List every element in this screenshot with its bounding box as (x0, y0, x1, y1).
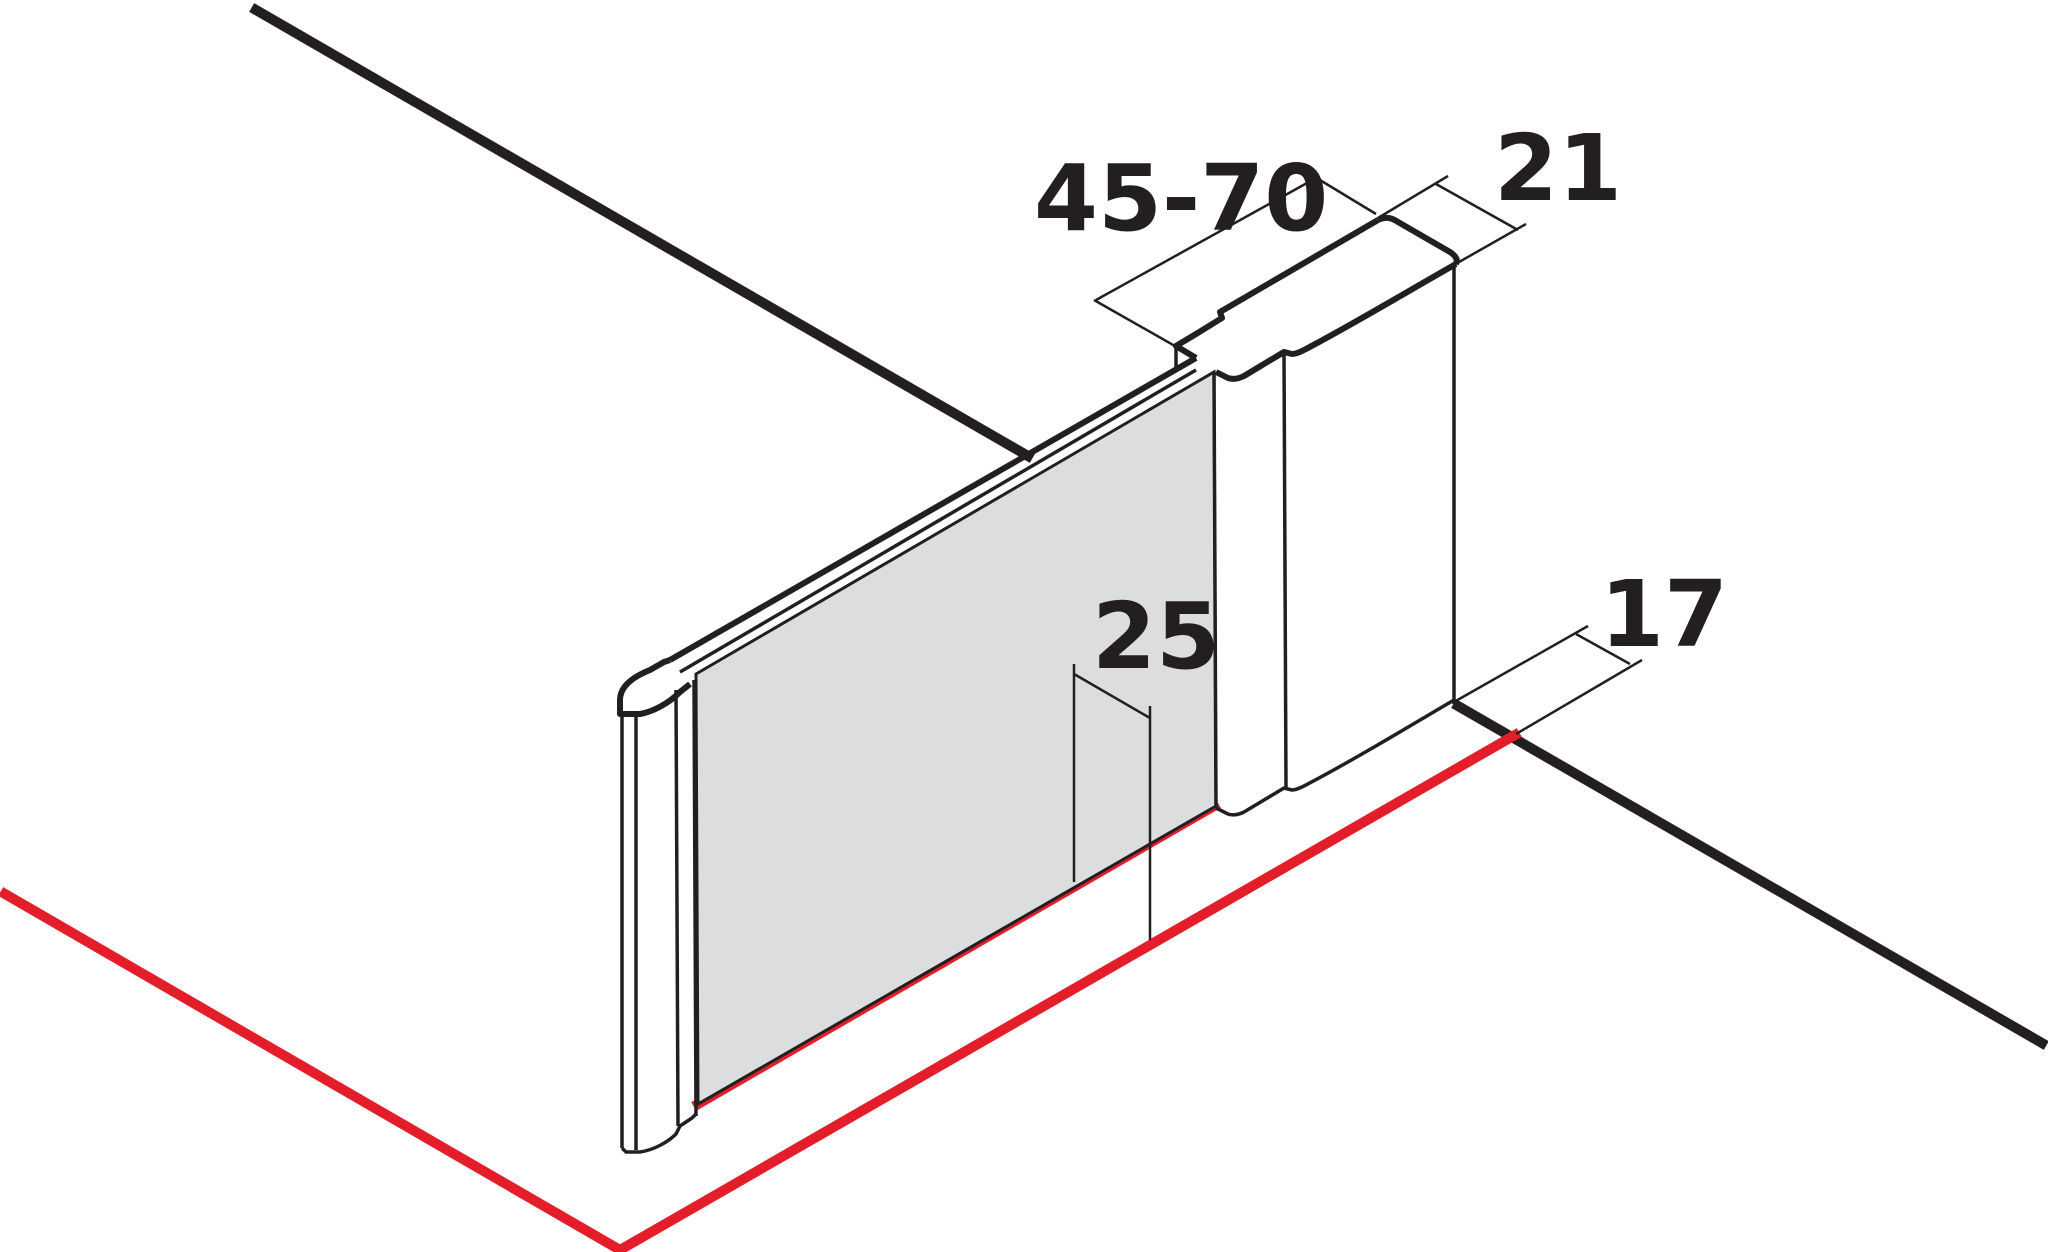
dim-21-line (1435, 182, 1519, 232)
end-cap-top (617, 657, 692, 717)
dim-21-left-ext (1377, 174, 1449, 220)
end-cap-bottom (620, 1112, 698, 1154)
end-cap-right-edge (692, 679, 698, 1117)
dim-45-70-line (1095, 176, 1317, 302)
floor-outline (0, 728, 1522, 1252)
wall-profile-front-left (1212, 371, 1218, 809)
wall-profile-top-right (1376, 214, 1460, 266)
back-wall-line (249, 3, 1035, 463)
dim-17-label: 17 (1600, 561, 1728, 668)
end-cap-seam (674, 689, 680, 1127)
glass-top-rail-inner (679, 368, 1197, 674)
dim-17-line (1575, 632, 1631, 666)
dim-45-70-label: 45-70 (1034, 145, 1328, 252)
dim-17-right-ext (1515, 658, 1643, 736)
wall-profile-bottom (1215, 698, 1455, 817)
glass-panel (694, 369, 1218, 1107)
dim-17-left-ext (1453, 624, 1589, 704)
dim-45-70-left-ext (1093, 298, 1197, 360)
dim-45-70-ext (1309, 172, 1377, 216)
dim-21-right-ext (1451, 222, 1527, 268)
right-wall-line (1451, 699, 2048, 1050)
glass-top-rail (668, 355, 1198, 663)
wall-profile-front-top (1214, 261, 1458, 382)
dim-25-line (1073, 672, 1151, 720)
dim-25-label: 25 (1092, 583, 1220, 690)
wall-profile-front-mid (1282, 351, 1288, 789)
dim-21-label: 21 (1494, 115, 1622, 222)
